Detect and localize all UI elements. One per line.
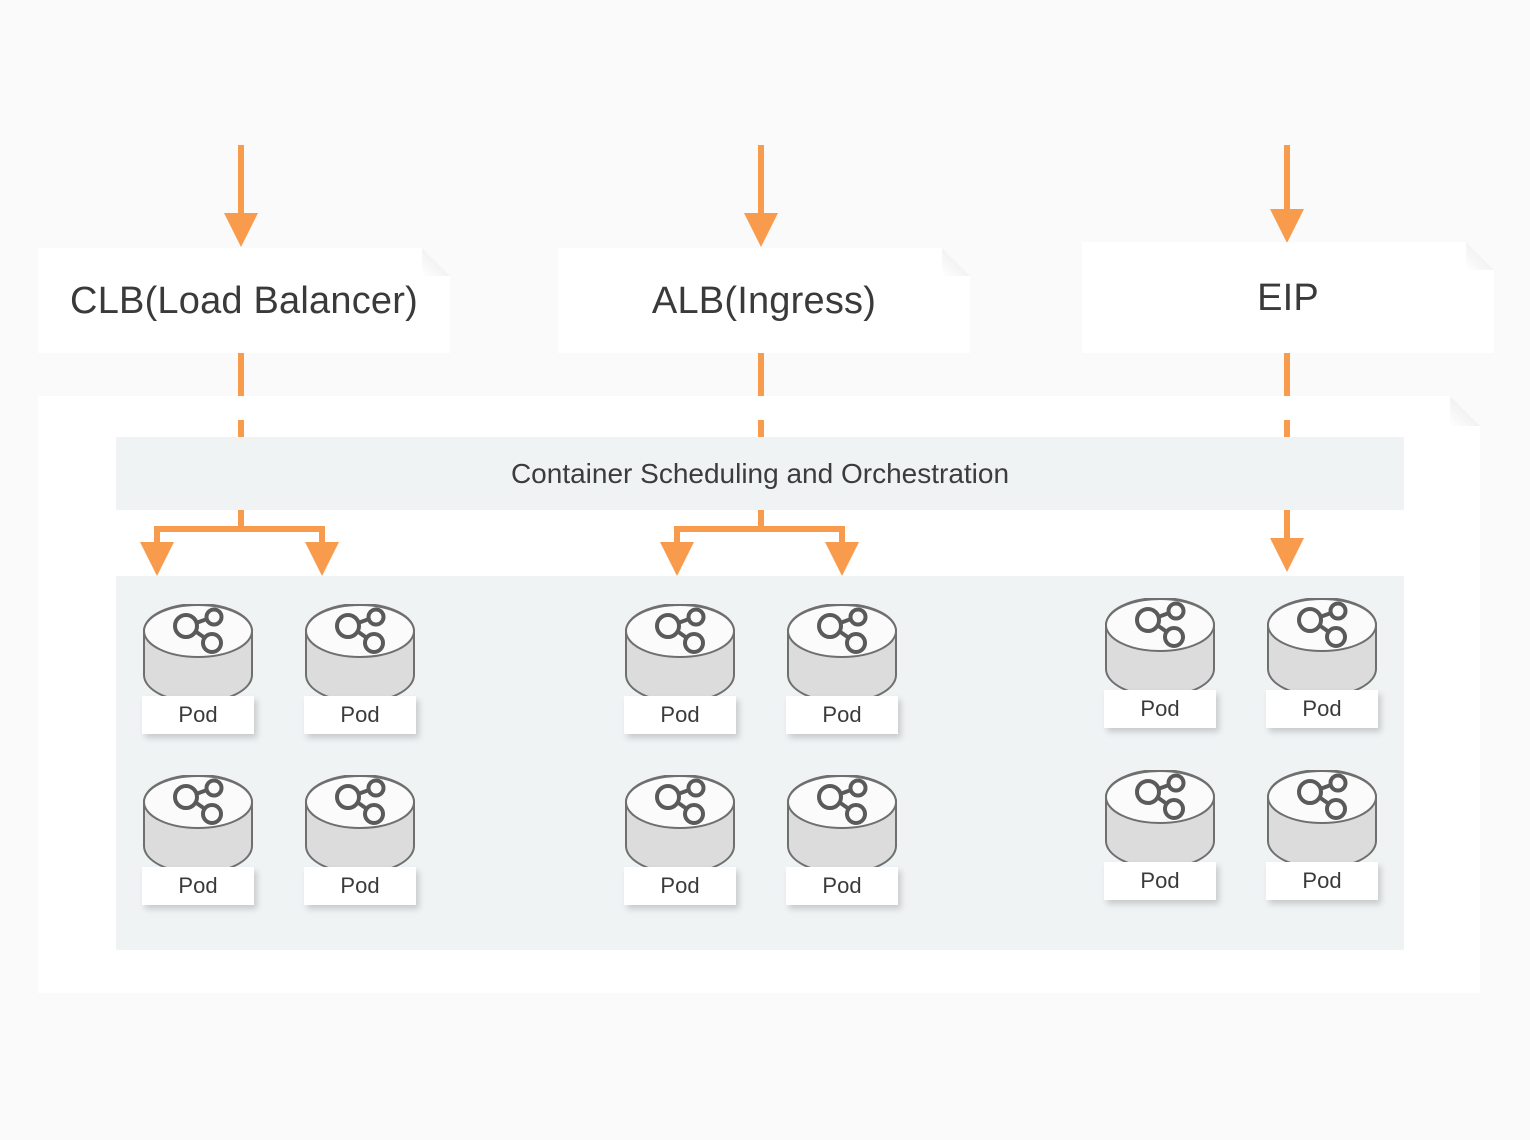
pod-label-text: Pod [340, 702, 380, 727]
entity-card-eip[interactable]: EIP [1082, 242, 1494, 353]
pod-cylinder-icon [1104, 770, 1216, 868]
entity-label-clb: CLB(Load Balancer) [70, 279, 418, 322]
pod-node[interactable]: Pod [304, 604, 416, 734]
inbound-arrow-eip-line [1284, 145, 1290, 213]
fork-clb-stem [238, 510, 244, 532]
pod-label-text: Pod [1302, 868, 1342, 893]
orchestration-bar: Container Scheduling and Orchestration [116, 437, 1404, 510]
pod-cylinder-icon [142, 775, 254, 873]
pod-label-box: Pod [142, 696, 254, 734]
pod-label-text: Pod [1140, 868, 1180, 893]
pod-node[interactable]: Pod [786, 775, 898, 905]
pod-cylinder-icon [304, 604, 416, 702]
pod-label-text: Pod [1140, 696, 1180, 721]
pod-cylinder-icon [1266, 598, 1378, 696]
pod-cylinder-icon [1266, 770, 1378, 868]
pod-node[interactable]: Pod [1104, 598, 1216, 728]
pod-cylinder-icon [786, 604, 898, 702]
fork-alb-right-drop [839, 526, 845, 548]
pod-label-text: Pod [660, 873, 700, 898]
fork-alb-left-arrow-head [660, 542, 694, 576]
fork-clb-left-drop [154, 526, 160, 548]
pod-node[interactable]: Pod [1266, 598, 1378, 728]
pod-label-box: Pod [624, 867, 736, 905]
fork-alb-left-drop [674, 526, 680, 548]
entity-label-eip: EIP [1257, 276, 1319, 319]
pod-node[interactable]: Pod [624, 775, 736, 905]
pod-cylinder-icon [624, 775, 736, 873]
pod-cylinder-icon [142, 604, 254, 702]
fork-alb-crossbar [674, 526, 845, 532]
pod-label-text: Pod [822, 873, 862, 898]
pod-label-text: Pod [178, 873, 218, 898]
pod-label-box: Pod [624, 696, 736, 734]
pod-label-box: Pod [786, 696, 898, 734]
pod-label-box: Pod [304, 867, 416, 905]
stem-clb-inside-cluster [238, 420, 244, 442]
fork-clb-crossbar [154, 526, 325, 532]
pod-cylinder-icon [304, 775, 416, 873]
fork-alb-right-arrow-head [825, 542, 859, 576]
pod-label-text: Pod [178, 702, 218, 727]
inbound-arrow-clb-line [238, 145, 244, 217]
pod-cylinder-icon [624, 604, 736, 702]
pod-cylinder-icon [786, 775, 898, 873]
pod-label-box: Pod [1266, 690, 1378, 728]
pod-label-box: Pod [1104, 862, 1216, 900]
direct-eip-arrow-head [1270, 538, 1304, 572]
pod-label-box: Pod [1104, 690, 1216, 728]
pod-label-text: Pod [340, 873, 380, 898]
pod-label-box: Pod [142, 867, 254, 905]
entity-card-alb[interactable]: ALB(Ingress) [558, 248, 970, 353]
entity-label-alb: ALB(Ingress) [651, 279, 877, 322]
pod-node[interactable]: Pod [1104, 770, 1216, 900]
folded-corner-icon [942, 248, 970, 276]
pod-label-text: Pod [660, 702, 700, 727]
pod-node[interactable]: Pod [786, 604, 898, 734]
inbound-arrow-alb-line [758, 145, 764, 217]
inbound-arrow-alb-head [744, 213, 778, 247]
direct-eip-line [1284, 510, 1290, 542]
pod-label-text: Pod [1302, 696, 1342, 721]
pod-label-box: Pod [1266, 862, 1378, 900]
fork-clb-right-arrow-head [305, 542, 339, 576]
pod-node[interactable]: Pod [1266, 770, 1378, 900]
pod-node[interactable]: Pod [142, 604, 254, 734]
stem-eip-inside-cluster [1284, 420, 1290, 442]
entity-card-clb[interactable]: CLB(Load Balancer) [38, 248, 450, 353]
inbound-arrow-clb-head [224, 213, 258, 247]
orchestration-label: Container Scheduling and Orchestration [510, 457, 1010, 489]
pod-label-box: Pod [786, 867, 898, 905]
fork-clb-left-arrow-head [140, 542, 174, 576]
pod-node[interactable]: Pod [304, 775, 416, 905]
pod-node[interactable]: Pod [624, 604, 736, 734]
stem-alb-inside-cluster [758, 420, 764, 442]
fork-alb-stem [758, 510, 764, 532]
pod-cylinder-icon [1104, 598, 1216, 696]
folded-corner-icon [1466, 242, 1494, 270]
inbound-arrow-eip-head [1270, 209, 1304, 243]
pod-label-text: Pod [822, 702, 862, 727]
fork-clb-right-drop [319, 526, 325, 548]
folded-corner-icon [422, 248, 450, 276]
pod-label-box: Pod [304, 696, 416, 734]
folded-corner-icon [1450, 396, 1480, 426]
pod-node[interactable]: Pod [142, 775, 254, 905]
